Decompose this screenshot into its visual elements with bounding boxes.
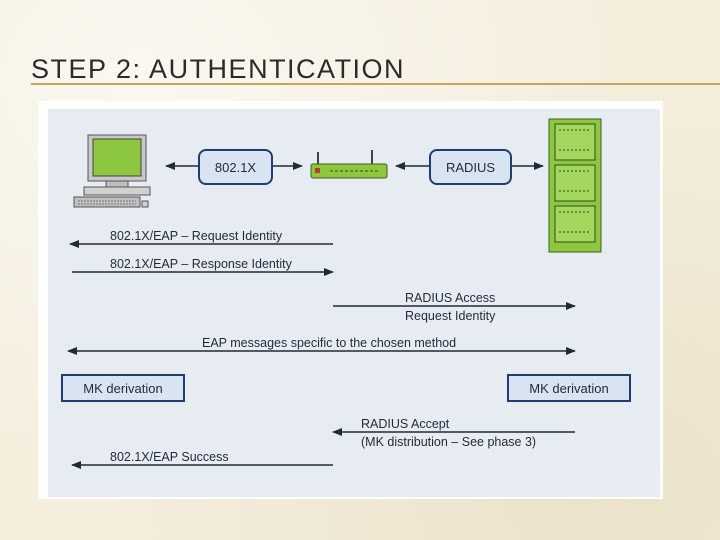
radius-accept-label: RADIUS Accept	[361, 417, 450, 431]
protocol-radius-pill: RADIUS	[429, 149, 512, 185]
request-identity-label: 802.1X/EAP – Request Identity	[110, 229, 283, 243]
eap-messages-label: EAP messages specific to the chosen meth…	[202, 336, 457, 350]
server-rack-icon	[548, 118, 602, 253]
access-point-icon	[310, 150, 388, 179]
radius-access-label-2: Request Identity	[405, 309, 496, 323]
eap-success-label: 802.1X/EAP Success	[110, 450, 229, 464]
desktop-computer-icon	[73, 134, 151, 208]
mk-distribution-label: (MK distribution – See phase 3)	[361, 435, 537, 449]
mk-derivation-left-box: MK derivation	[61, 374, 185, 402]
title-underline	[31, 83, 720, 85]
response-identity-label: 802.1X/EAP – Response Identity	[110, 257, 292, 271]
mk-derivation-right-box: MK derivation	[507, 374, 631, 402]
radius-access-label: RADIUS Access	[405, 291, 496, 305]
protocol-8021x-pill: 802.1X	[198, 149, 273, 185]
slide-title: STEP 2: AUTHENTICATION	[31, 54, 406, 84]
